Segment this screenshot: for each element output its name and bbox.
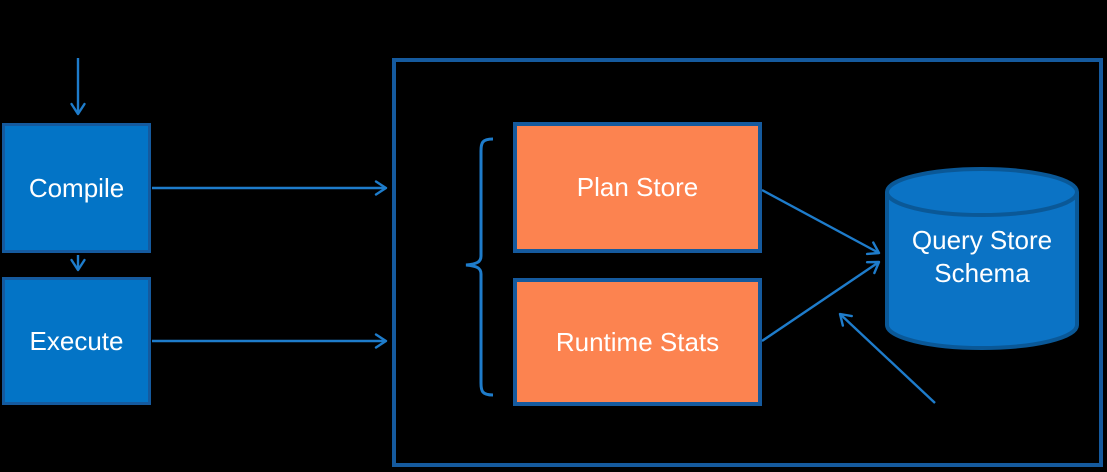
- arrow-plan-store-to-schema: [761, 188, 881, 256]
- arrow-annotation-pointer: [838, 312, 936, 404]
- compile-label: Compile: [28, 172, 125, 203]
- database-cylinder-icon: [885, 167, 1079, 350]
- query-store-schema-label: Query Store Schema: [911, 225, 1053, 288]
- arrow-runtime-stats-to-schema: [761, 260, 881, 342]
- compile-node: Compile: [2, 123, 151, 253]
- query-store-container-box: [392, 58, 1103, 467]
- plan-store-label: Plan Store: [576, 172, 699, 202]
- cylinder-top: [885, 167, 1079, 217]
- runtime-stats-node: Runtime Stats: [513, 278, 762, 406]
- plan-store-node: Plan Store: [513, 122, 762, 253]
- cylinder-body: [885, 192, 1079, 350]
- execute-label: Execute: [29, 325, 124, 356]
- group-brace: [465, 137, 494, 397]
- runtime-stats-label: Runtime Stats: [555, 326, 720, 357]
- execute-node: Execute: [2, 277, 151, 405]
